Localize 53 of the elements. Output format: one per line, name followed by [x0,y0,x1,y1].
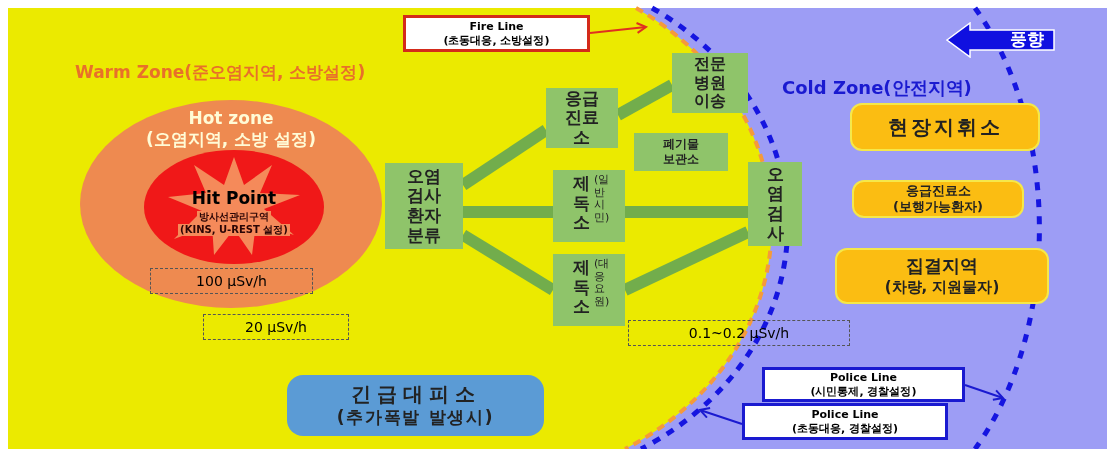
station-label: 제독소 [573,174,590,233]
zone-title: Hot zone [188,108,274,130]
station-box [553,254,625,326]
connector-band [463,206,553,218]
shelter-title: 긴급대피소 [350,382,481,408]
station-box [385,163,463,249]
line-title: Police Line [829,370,897,385]
area-label: 방사선관리구역 [197,211,271,224]
facility-box [835,248,1049,304]
node-label: 오염검사환자분류 [406,166,442,246]
line-title: Police Line [811,407,879,422]
shelter-box [287,375,544,436]
zone-note: (오염지역, 소방 설정) [146,129,316,151]
facility-note: (차량, 지원물자) [884,277,1000,297]
station-label: 제독소 [573,258,590,317]
station-box [672,53,748,113]
line-note: (초동대응, 소방설정) [443,33,550,48]
zone-label: Cold Zone(안전지역) [782,76,972,100]
shelter-note: (추가폭발 발생시) [336,407,495,429]
facility-title: 응급진료소 [905,182,971,199]
hit-point-title: Hit Point [191,186,277,210]
zone-label: Warm Zone(준오염지역, 소방설정) [75,61,366,84]
arrow [699,407,743,425]
line-note: (시민통제, 경찰설정) [810,384,917,399]
facility-note: (보행가능환자) [893,199,983,216]
node-label: 0.1~0.2 μSv/h [688,323,790,343]
node-label: 20 μSv/h [245,317,307,337]
callout-box [403,15,590,52]
direction-label: 풍향 [1010,28,1044,52]
dose-rate-box [150,268,313,294]
node-label: 응급진료소 [564,88,600,148]
facility-title: 집결지역 [906,255,978,278]
facility-box [852,180,1024,218]
dose-rate-box [628,320,850,346]
callout-box [762,367,965,402]
line-note: (초동대응, 경찰설정) [791,421,899,436]
node-label: 폐기물보관소 [662,137,700,167]
station-box [634,133,728,171]
line-title: Fire Line [469,19,524,34]
station-box [748,162,802,246]
arrow [964,384,1004,401]
node-label: 전문병원이송 [693,55,727,111]
node-label: 오염검사 [766,164,784,244]
connector-band [625,206,748,218]
direction-arrow-shape [946,22,1056,58]
station-box [546,88,618,148]
callout-box [742,403,948,440]
dose-rate-box [203,314,349,340]
node-label: 100 μSv/h [196,271,267,291]
arrow [589,22,647,34]
facility-box [850,103,1040,151]
node-label: 현장지휘소 [887,114,1003,141]
station-box [553,170,625,242]
